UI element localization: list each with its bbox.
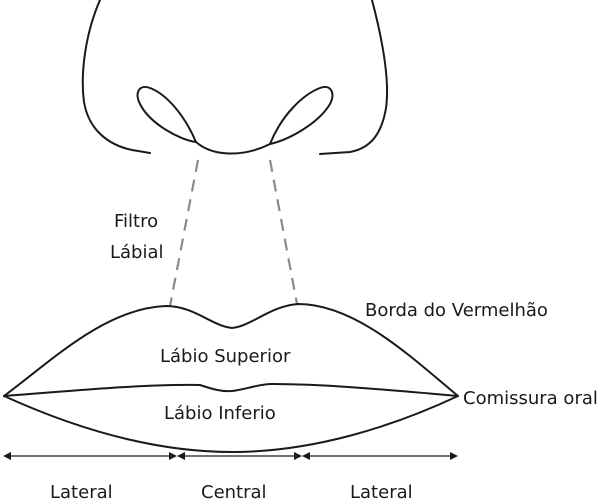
- arrowhead-lateral-left-start: [3, 452, 11, 460]
- label-filtro-line2: Lábial: [110, 242, 164, 263]
- upper-lip-outline: [3, 303, 459, 397]
- arrowhead-lateral-right-end: [450, 452, 458, 460]
- philtrum-guide-left: [168, 159, 200, 307]
- lip-meeting-line: [3, 383, 459, 397]
- lips-illustration: [3, 303, 459, 453]
- label-lateral-right: Lateral: [350, 482, 413, 503]
- arrowhead-lateral-right-start: [302, 452, 310, 460]
- nose-left-side: [81, 0, 151, 154]
- arrowhead-central-end: [294, 452, 302, 460]
- philtrum-guide-right: [268, 159, 299, 305]
- label-central: Central: [201, 482, 267, 503]
- nose-right-side: [319, 0, 389, 155]
- left-nostril: [136, 86, 197, 143]
- label-filtro-line1: Filtro: [114, 211, 158, 232]
- dimension-arrows: [3, 452, 458, 460]
- right-nostril: [269, 86, 334, 145]
- philtrum-guides: [168, 159, 299, 307]
- label-labio-superior: Lábio Superior: [160, 346, 291, 367]
- nose-illustration: [81, 0, 389, 155]
- arrowhead-central-start: [177, 452, 185, 460]
- arrowhead-lateral-left-end: [169, 452, 177, 460]
- label-lateral-left: Lateral: [50, 482, 113, 503]
- label-borda-vermelhao: Borda do Vermelhão: [365, 300, 548, 321]
- nose-columella-base: [195, 141, 271, 155]
- label-labio-inferior: Lábio Inferio: [164, 403, 276, 424]
- label-comissura-oral: Comissura oral: [463, 388, 598, 409]
- lower-lip-outline: [3, 395, 459, 453]
